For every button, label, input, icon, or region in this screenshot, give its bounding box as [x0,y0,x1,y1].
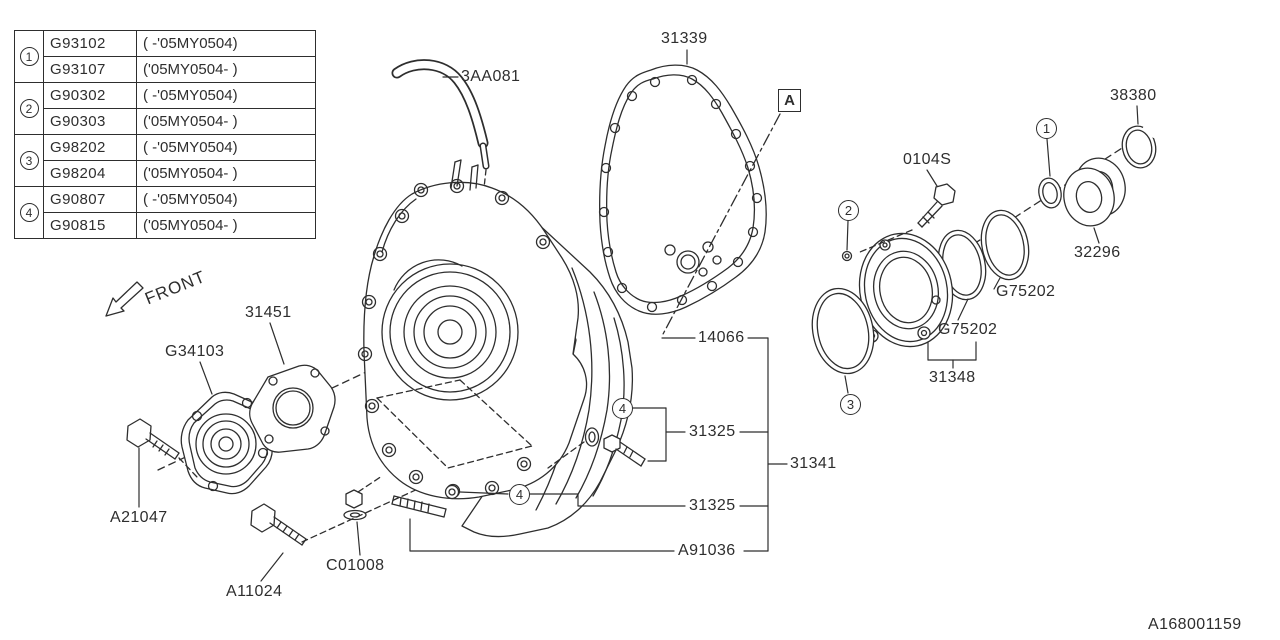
leader-lines [138,49,1139,582]
part-label-A11024: A11024 [226,583,283,600]
oil-pump-housing [357,159,634,538]
diagram-id: A168001159 [1148,616,1242,633]
bolt-A11024 [250,503,307,546]
part-label-31339: 31339 [661,30,708,47]
callout-4-lower: 4 [509,484,530,505]
part-label-31451: 31451 [245,304,292,321]
part-label-31348: 31348 [929,369,976,386]
part-label-31341: 31341 [790,455,837,472]
model-year-range: ( -'05MY0504) [136,30,316,57]
table-row: G90303 ('05MY0504- ) [15,108,316,135]
part-code: G98202 [43,134,137,161]
seal-ring-G75202-outer [980,209,1030,281]
bolt-0104S [917,183,956,228]
part-label-G34103: G34103 [165,343,225,360]
model-year-range: ('05MY0504- ) [136,56,316,83]
part-code: G98204 [43,160,137,187]
stud-A91036 [391,495,447,518]
part-label-38380: 38380 [1110,87,1157,104]
gasket-31451 [249,364,336,453]
part-label-A21047: A21047 [110,509,168,526]
callout-3: 3 [840,394,861,415]
part-label-32296: 32296 [1074,244,1121,261]
table-row: 2 G90302 ( -'05MY0504) [14,82,316,135]
o-ring-callout3 [811,287,875,375]
washer-bolt-31325-upper [584,427,646,467]
table-callout-1: 1 [19,47,39,66]
model-year-range: ( -'05MY0504) [136,82,316,109]
model-year-range: ('05MY0504- ) [136,108,316,135]
model-year-range: ( -'05MY0504) [136,134,316,161]
section-a-line [661,113,781,337]
gasket-31339 [598,64,767,315]
table-callout-2: 2 [19,99,39,118]
model-year-range: ( -'05MY0504) [136,186,316,213]
part-code: G90815 [43,212,137,239]
table-callout-4: 4 [19,203,39,222]
housing-top-studs [450,159,479,191]
bearing-32296 [1063,157,1126,227]
table-row: G90815 ('05MY0504- ) [15,212,316,239]
section-marker-a: A [778,89,801,112]
table-callout-3: 3 [19,151,39,170]
callout-2: 2 [838,200,859,221]
part-label-A91036: A91036 [678,542,736,559]
part-code: G93107 [43,56,137,83]
front-arrow [105,281,144,317]
bolt-A21047 [126,418,180,460]
snap-ring-38380 [1121,125,1157,169]
applicability-table: 1 G93102 ( -'05MY0504) G93107 ('05MY0504… [14,30,316,239]
housing-hidden-lines [376,379,585,469]
part-code: G90303 [43,108,137,135]
oil-seal-callout1 [1038,177,1062,209]
part-code: G93102 [43,30,137,57]
table-row: 1 G93102 ( -'05MY0504) [14,30,316,83]
model-year-range: ('05MY0504- ) [136,160,316,187]
washer-31325-lower [444,484,460,500]
clip-callout2 [841,250,853,262]
bolt-axis-dash [859,229,913,253]
bolt-axis-dashes-left [178,457,421,543]
table-row: G93107 ('05MY0504- ) [15,56,316,83]
model-year-range: ('05MY0504- ) [136,212,316,239]
callout-4-upper: 4 [612,398,633,419]
part-label-31325-lower: 31325 [689,497,736,514]
part-label-G75202-upper: G75202 [996,283,1056,300]
table-row: 3 G98202 ( -'05MY0504) [14,134,316,187]
callout-1: 1 [1036,118,1057,139]
part-label-0104S: 0104S [903,151,952,168]
part-label-31325-upper: 31325 [689,423,736,440]
part-label-3AA081: 3AA081 [461,68,521,85]
part-label-G75202-lower: G75202 [938,321,998,338]
nut-C01008 [343,489,367,521]
table-row: 4 G90807 ( -'05MY0504) [14,186,316,239]
part-label-14066: 14066 [698,329,745,346]
part-code: G90302 [43,82,137,109]
part-code: G90807 [43,186,137,213]
part-label-C01008: C01008 [326,557,385,574]
table-row: G98204 ('05MY0504- ) [15,160,316,187]
gasket-bolt-holes [598,74,763,313]
